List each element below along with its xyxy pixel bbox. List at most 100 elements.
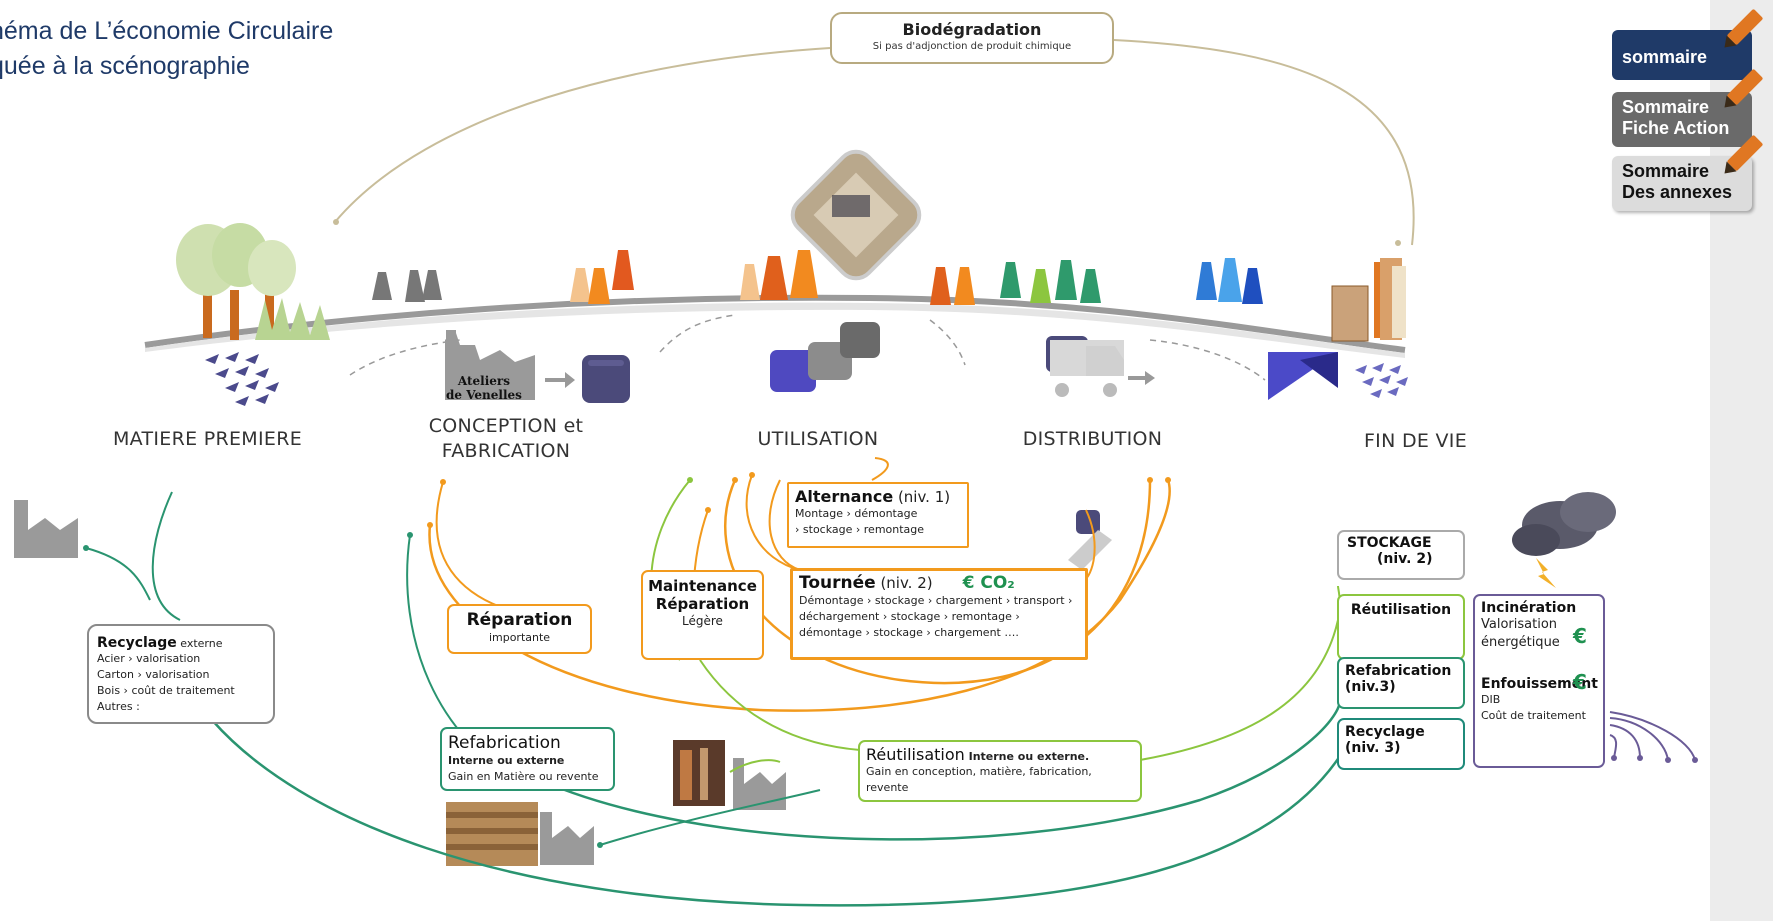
loop-recyclage-factory	[85, 547, 151, 601]
dashed-arc-2	[659, 314, 736, 353]
tournee-level: (niv. 2)	[875, 574, 933, 592]
atelier-factory-icon	[445, 330, 575, 400]
tournee-title: Tournée	[799, 573, 876, 593]
recyclage-externe-line-1: Acier › valorisation	[97, 652, 201, 665]
stage-fin-de-vie: FIN DE VIE	[1363, 430, 1468, 452]
alternance-line-2: › stockage › remontage	[795, 523, 925, 536]
truck-icon	[1046, 336, 1155, 397]
maintenance-line-3: Légère	[682, 614, 723, 628]
alternance-level: (niv. 1)	[893, 488, 951, 506]
cubes-utilisation-icon	[770, 322, 880, 392]
loop-matiere-big	[211, 719, 1342, 907]
refabrication-left-line-1: Interne ou externe	[448, 754, 565, 767]
stockage-line-2: (niv. 2)	[1377, 551, 1433, 567]
nav-fiche-line-2: Fiche Action	[1622, 118, 1730, 138]
loop-alternance-left	[768, 479, 801, 571]
biodegradation-title: Biodégradation	[902, 20, 1042, 39]
cube-conception-icon	[582, 355, 630, 403]
refabrication-right-line-2: (niv.3)	[1345, 679, 1396, 695]
alternance-line-1: Montage › démontage	[795, 507, 918, 520]
nav-sommaire-label: sommaire	[1622, 47, 1708, 67]
reparation-box: Réparation importante	[447, 604, 592, 654]
recyclage-right-box: Recyclage (niv. 3)	[1337, 718, 1465, 770]
tournee-box: Tournée (niv. 2)€ CO₂ Démontage › stocka…	[790, 568, 1088, 660]
enfouissement-title: Enfouissement	[1481, 676, 1598, 692]
maintenance-box: Maintenance Réparation Légère	[641, 570, 764, 660]
ateliers-line-2: de Venelles	[446, 388, 522, 402]
loop-tournee-inner	[745, 474, 801, 571]
loop-refab-big	[539, 699, 1342, 841]
refabrication-right-box: Refabrication (niv.3)	[1337, 657, 1465, 709]
title-line-2: quée à la scénographie	[0, 52, 250, 80]
stage-distribution: DISTRIBUTION	[1022, 428, 1163, 450]
end-life-triangles-icon	[1268, 352, 1338, 400]
recyclage-right-line-1: Recyclage	[1345, 724, 1425, 740]
stockage-line-1: STOCKAGE	[1347, 535, 1432, 551]
recyclage-externe-title: Recyclage	[97, 635, 177, 651]
factory-left-icon	[14, 500, 78, 558]
alternance-title: Alternance	[795, 487, 894, 506]
reutilisation-center-line-1: Gain en conception, matière, fabrication…	[866, 765, 1092, 778]
people-blue-icon	[1196, 258, 1263, 304]
trees-icon	[176, 223, 330, 340]
reutilisation-right-title: Réutilisation	[1350, 602, 1452, 618]
loop-tournee-outer	[724, 479, 1152, 685]
nav-fiche-line-1: Sommaire	[1622, 97, 1710, 117]
page-title: héma de L’économie Circulaire quée à la …	[0, 14, 333, 84]
dolly-icon	[1068, 510, 1112, 570]
biodegradation-box: Biodégradation Si pas d'adjonction de pr…	[830, 12, 1114, 64]
storm-cloud-icon	[1512, 492, 1616, 588]
recyclage-externe-line-3: Bois › coût de traitement	[97, 684, 235, 697]
refabrication-left-box: Refabrication Interne ou externe Gain en…	[440, 727, 615, 791]
stage-utilisation: UTILISATION	[757, 428, 879, 450]
reutilisation-center-line-2: revente	[866, 781, 909, 794]
nav-annexes-line-2: Des annexes	[1622, 182, 1733, 202]
ateliers-line-1: Ateliers	[457, 374, 511, 388]
biodegradation-arc-right	[1113, 39, 1415, 246]
bars-icon	[1331, 258, 1406, 342]
loop-reutil-center	[699, 659, 861, 751]
enfouissement-line-2: Coût de traitement	[1481, 709, 1586, 722]
refabrication-right-line-1: Refabrication	[1345, 663, 1452, 679]
tournee-line-2: déchargement › stockage › remontage ›	[799, 610, 1020, 623]
people-green-icon	[1000, 260, 1101, 303]
loop-reutil-right	[1139, 585, 1341, 761]
maintenance-line-2: Réparation	[655, 595, 750, 613]
factory-refab-icon	[540, 812, 594, 865]
ateliers-label: Ateliers de Venelles	[446, 374, 522, 402]
reutilisation-right-box: Réutilisation	[1337, 594, 1465, 660]
euro-icon-valorisation: €	[1573, 624, 1587, 648]
stage-matiere-premiere: MATIERE PREMIERE	[112, 428, 303, 450]
recyclage-externe-line-2: Carton › valorisation	[97, 668, 210, 681]
outlet-1	[1609, 711, 1696, 761]
loop-alternance-top	[871, 457, 889, 481]
wood-photo-image	[446, 802, 538, 866]
ground-line	[144, 294, 1406, 353]
outlet-3	[1609, 724, 1641, 759]
recyclage-externe-suffix: externe	[176, 637, 223, 650]
outlet-2	[1609, 717, 1669, 761]
incineration-box: Incinération Valorisation énergétique En…	[1473, 594, 1605, 768]
biodegradation-subtitle: Si pas d'adjonction de produit chimique	[872, 41, 1072, 52]
dashed-arc-4	[1149, 339, 1266, 381]
stage-conception-fabrication: CONCEPTION et FABRICATION	[428, 415, 584, 462]
reutilisation-center-box: Réutilisation Interne ou externe. Gain e…	[858, 740, 1142, 802]
raw-material-arrows-icon	[205, 352, 279, 406]
nav-annexes-line-1: Sommaire	[1622, 161, 1710, 181]
people-gray-icon	[372, 270, 442, 302]
euro-icon-enfouissement: €	[1573, 670, 1587, 694]
dashed-arc-1	[349, 339, 461, 376]
dashed-arc-3	[929, 319, 966, 366]
reutilisation-center-suffix: Interne ou externe.	[964, 750, 1090, 763]
enfouissement-line-1: DIB	[1481, 693, 1501, 706]
stockage-box: STOCKAGE (niv. 2)	[1337, 530, 1465, 580]
recyclage-right-line-2: (niv. 3)	[1345, 740, 1401, 756]
maintenance-line-1: Maintenance	[648, 577, 757, 595]
recyclage-externe-line-4: Autres :	[97, 700, 140, 713]
loop-workshop-link	[729, 759, 781, 773]
incineration-line-1: Valorisation	[1481, 617, 1558, 632]
loop-recyclage-left	[151, 491, 181, 621]
outlet-4	[1609, 734, 1618, 759]
tournee-line-3: démontage › stockage › chargement ….	[799, 626, 1019, 639]
